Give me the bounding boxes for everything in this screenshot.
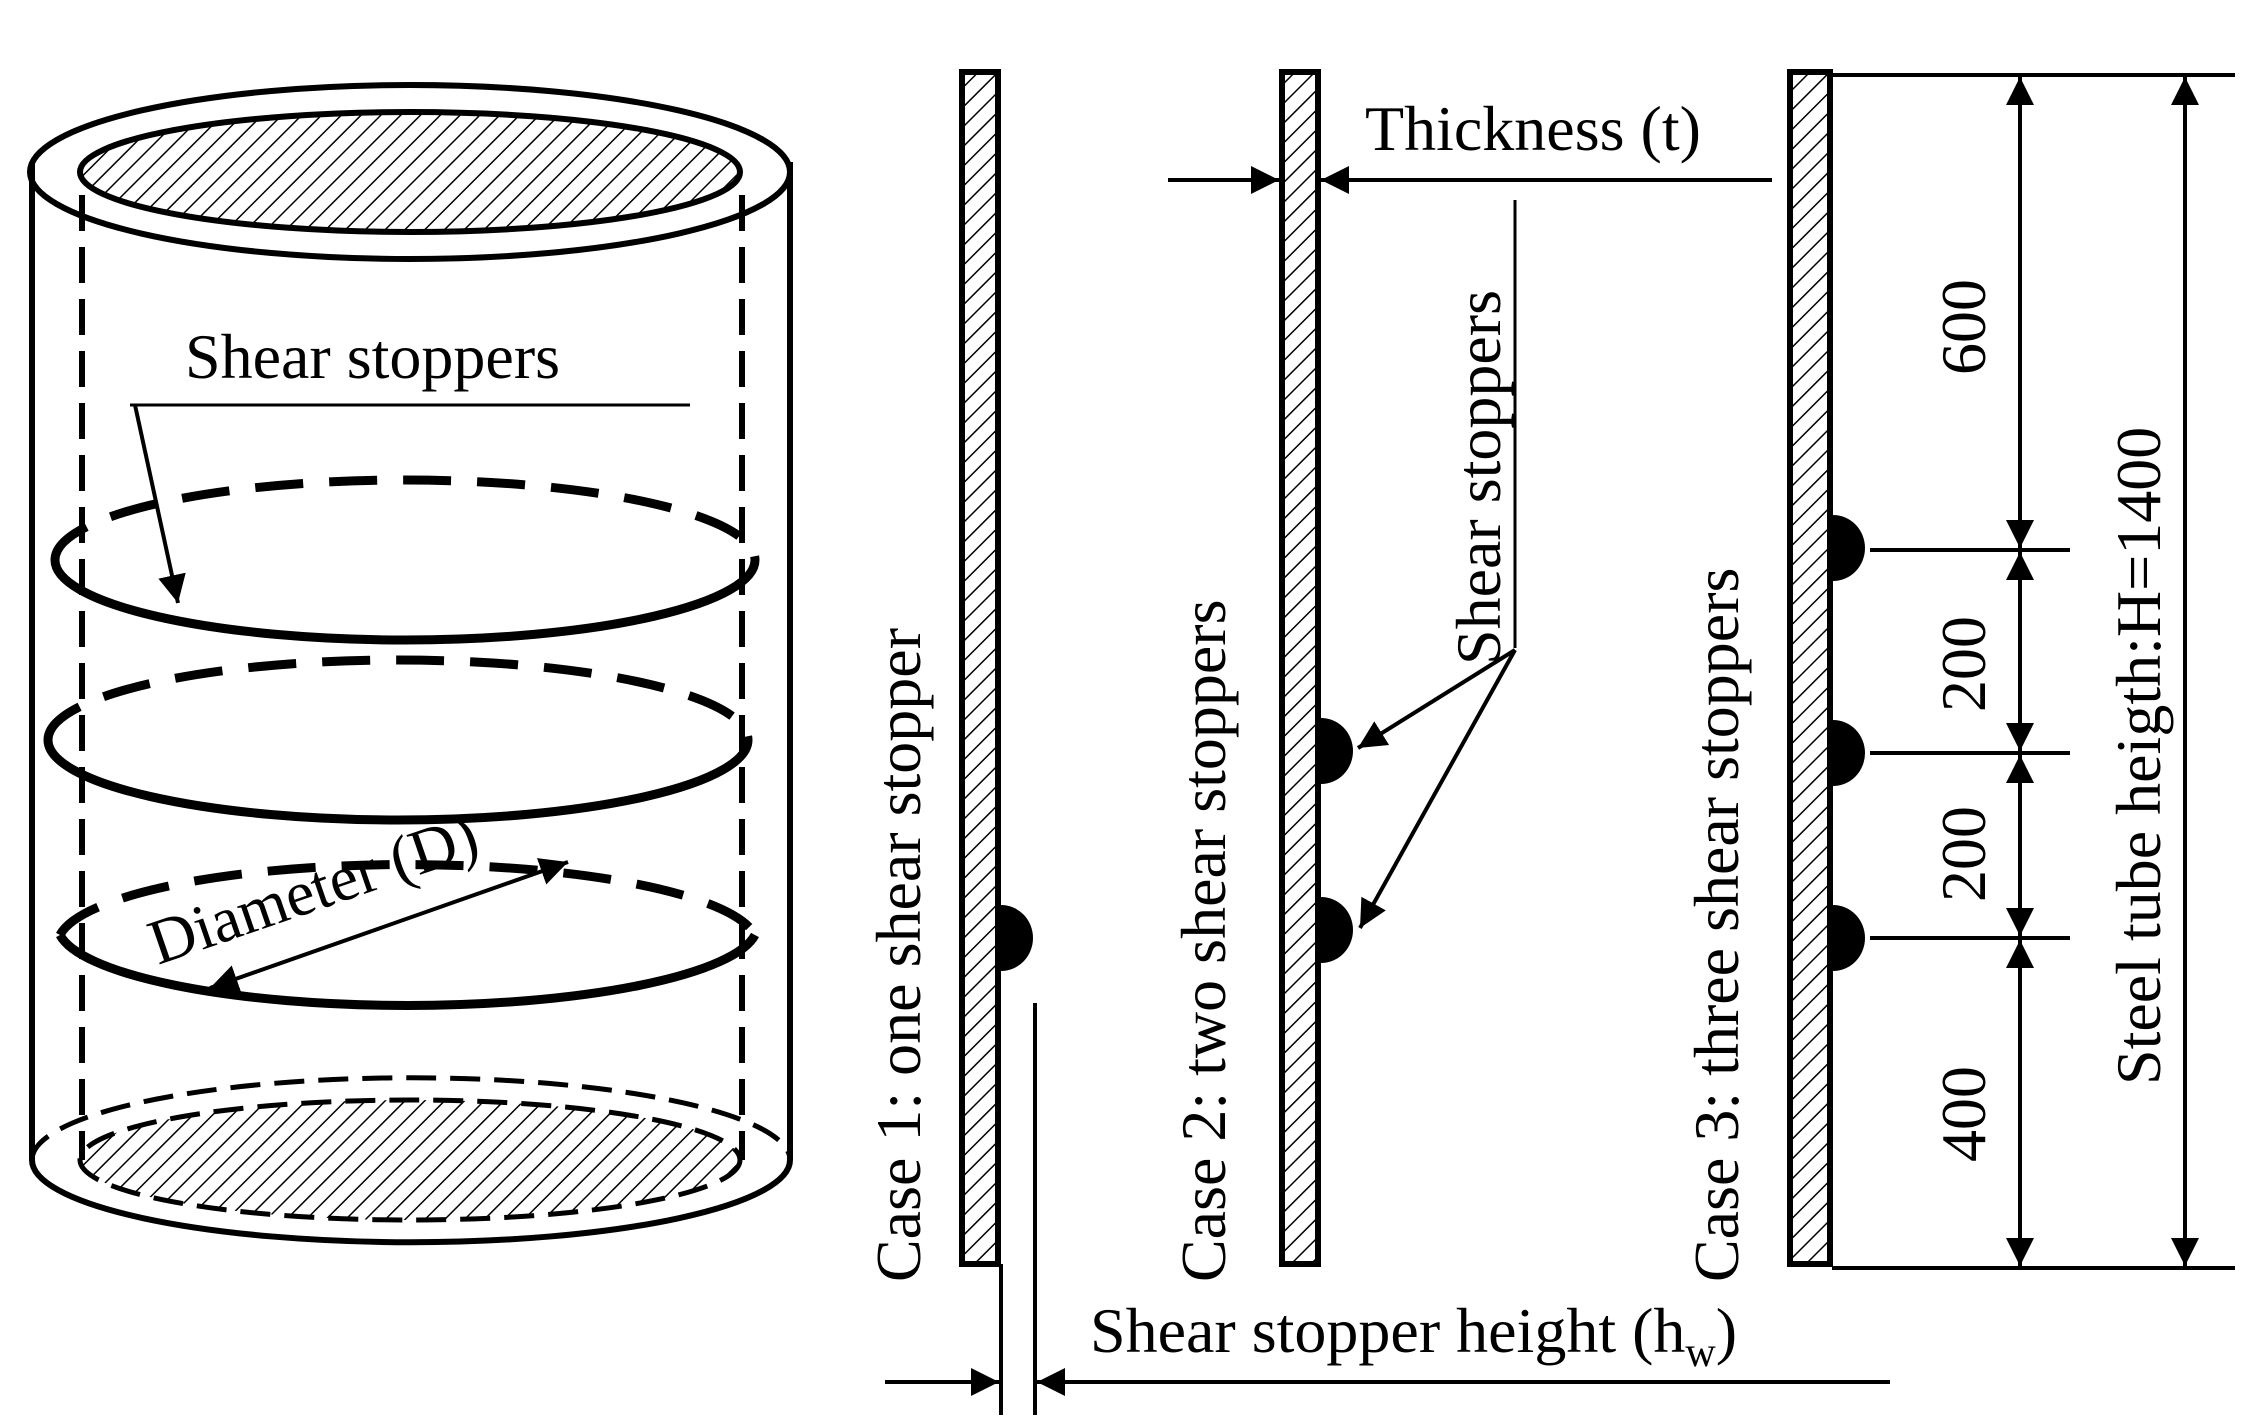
shear-stoppers-label-mid: Shear stoppers [1443, 290, 1514, 665]
shear-stoppers-label-left: Shear stoppers [185, 321, 560, 392]
dim-label-400: 400 [1928, 1066, 1999, 1162]
shear-stopper-ring-1 [50, 475, 760, 645]
diameter-arrow [209, 858, 569, 992]
case2-steel-plate [1279, 69, 1321, 1267]
stopper-height-label-main: Shear stopper height (h [1090, 1295, 1685, 1366]
case3-wall [1787, 69, 2235, 1270]
cylinder-bottom-inner-face [77, 1097, 743, 1223]
case3-label: Case 3: three shear stoppers [1681, 568, 1752, 1282]
cylinder-top-inner-face [77, 109, 743, 235]
stopper-height-label: Shear stopper height (hw) [1090, 1295, 1737, 1376]
tube-height-label: Steel tube heigth:H=1400 [2103, 427, 2174, 1085]
shear-stopper-ring-3 [56, 860, 759, 1010]
case2-shear-stopper-bump-lower [1321, 897, 1353, 963]
case1-label: Case 1: one shear stopper [863, 628, 934, 1282]
case3-shear-stopper-bump-2 [1833, 720, 1865, 786]
shear-stoppers-leader-upper [1356, 648, 1517, 750]
shear-stoppers-leader-arrow [133, 404, 186, 604]
case3-shear-stopper-bump-3 [1833, 905, 1865, 971]
case2-shear-stopper-bump-upper [1321, 718, 1353, 784]
case2-wall [1168, 69, 1772, 1267]
dim-label-200-lower: 200 [1928, 806, 1999, 902]
stopper-height-label-subscript: w [1685, 1330, 1716, 1376]
cylinder-bottom-back-rim [29, 1075, 793, 1161]
shear-stoppers-leader-lower [1358, 649, 1517, 929]
shear-stopper-ring-2 [43, 655, 753, 825]
case1-steel-plate [959, 69, 1001, 1267]
thickness-label: Thickness (t) [1365, 93, 1701, 164]
case1-wall [885, 69, 1890, 1415]
case2-label: Case 2: two shear stoppers [1168, 599, 1239, 1282]
case3-shear-stopper-bump-1 [1833, 515, 1865, 581]
stopper-height-label-close: ) [1716, 1295, 1737, 1366]
case1-shear-stopper-bump [1001, 905, 1033, 971]
case3-steel-plate [1787, 69, 1833, 1267]
cylinder-bottom-front-rim [29, 1159, 793, 1246]
dim-label-600: 600 [1928, 279, 1999, 375]
cylinder-3d [27, 82, 793, 1246]
dim-label-200-upper: 200 [1928, 616, 1999, 712]
